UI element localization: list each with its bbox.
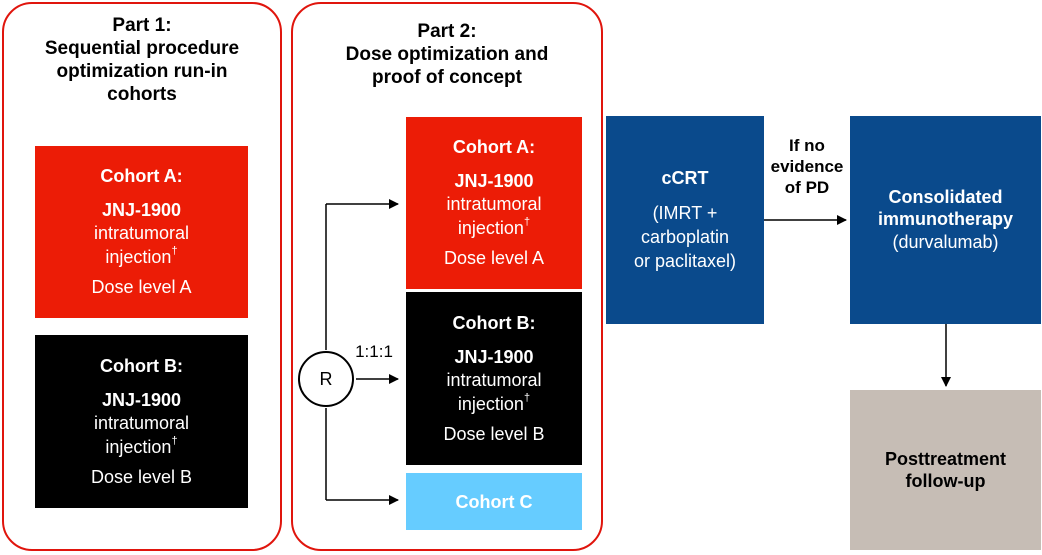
part1-cohort-a-route2: injection† xyxy=(105,245,178,268)
part2-cohort-b-route2: injection† xyxy=(457,391,531,414)
dagger-footnote-mark: † xyxy=(171,434,178,447)
part2-cohort-c-title: Cohort C xyxy=(455,491,533,512)
part2-cohort-a-box: Cohort A: JNJ-1900 intratumoral injectio… xyxy=(406,117,582,289)
part1-title-line: Sequential procedure xyxy=(44,38,240,59)
condition-line: evidence xyxy=(770,157,844,176)
part1-cohort-a-dose: Dose level A xyxy=(91,277,192,297)
part2-title-line: proof of concept xyxy=(372,67,522,88)
ccrt-regimen-line: carboplatin xyxy=(640,227,730,247)
part2-cohort-a-route: intratumoral xyxy=(446,194,542,214)
consolidated-immunotherapy-box: Consolidated immunotherapy (durvalumab) xyxy=(850,116,1041,324)
part2-cohort-b-title: Cohort B: xyxy=(452,312,536,333)
part2-title: Part 2: Dose optimization and proof of c… xyxy=(291,20,603,89)
part2-cohort-b-dose: Dose level B xyxy=(443,423,545,444)
allocation-ratio: 1:1:1 xyxy=(355,342,393,361)
part2-cohort-a-drug: JNJ-1900 xyxy=(454,171,534,191)
part1-cohort-b-box: Cohort B: JNJ-1900 intratumoral injectio… xyxy=(35,335,248,508)
part1-cohort-a-route: intratumoral xyxy=(93,223,190,243)
part1-cohort-b-route2: injection† xyxy=(105,434,178,457)
part2-title-line: Part 2: xyxy=(417,21,477,42)
condition-line: of PD xyxy=(784,178,830,197)
randomization-branch-lines xyxy=(325,199,399,505)
followup-line: Posttreatment xyxy=(884,449,1007,469)
consolidated-title-line: Consolidated xyxy=(888,187,1003,207)
part1-title-line: Part 1: xyxy=(112,15,172,36)
part1-cohort-a-drug: JNJ-1900 xyxy=(101,200,182,220)
part2-cohort-c-box: Cohort C xyxy=(406,473,582,530)
part2-cohort-b-route: intratumoral xyxy=(446,369,542,390)
ccrt-regimen-line: (IMRT + xyxy=(652,203,718,223)
dagger-footnote-mark: † xyxy=(523,216,531,228)
part1-cohort-b-route: intratumoral xyxy=(93,412,190,433)
condition-label: If no evidence of PD xyxy=(766,135,848,198)
part1-title-line: cohorts xyxy=(107,84,177,105)
ccrt-regimen-line: or paclitaxel) xyxy=(633,251,737,271)
part1-cohort-b-dose: Dose level B xyxy=(90,466,193,487)
part2-cohort-a-dose: Dose level A xyxy=(443,248,545,268)
part2-frame xyxy=(291,2,603,551)
part1-cohort-b-drug: JNJ-1900 xyxy=(101,389,182,410)
posttreatment-followup-box: Posttreatment follow-up xyxy=(850,390,1041,550)
part1-title: Part 1: Sequential procedure optimizatio… xyxy=(2,14,282,106)
part1-cohort-a-title: Cohort A: xyxy=(100,166,183,186)
part2-cohort-b-box: Cohort B: JNJ-1900 intratumoral injectio… xyxy=(406,292,582,465)
part1-cohort-b-title: Cohort B: xyxy=(100,355,183,376)
part2-cohort-a-title: Cohort A: xyxy=(452,137,536,157)
dagger-footnote-mark: † xyxy=(171,245,178,257)
part1-frame xyxy=(2,2,282,551)
part2-cohort-a-route2: injection† xyxy=(457,216,531,239)
randomization-label: R xyxy=(319,368,333,389)
part2-cohort-b-drug: JNJ-1900 xyxy=(454,346,534,367)
part1-title-line: optimization run-in xyxy=(56,61,228,82)
ccrt-box: cCRT (IMRT + carboplatin or paclitaxel) xyxy=(606,116,764,324)
part1-cohort-a-box: Cohort A: JNJ-1900 intratumoral injectio… xyxy=(35,146,248,318)
consolidated-title-line: immunotherapy xyxy=(877,209,1014,229)
consolidated-drug: (durvalumab) xyxy=(892,232,999,252)
condition-line: If no xyxy=(789,136,825,155)
dagger-footnote-mark: † xyxy=(523,391,531,404)
part2-title-line: Dose optimization and xyxy=(345,44,549,65)
followup-line: follow-up xyxy=(905,471,986,491)
randomization-circle: R xyxy=(298,351,354,407)
ccrt-title: cCRT xyxy=(661,168,709,188)
